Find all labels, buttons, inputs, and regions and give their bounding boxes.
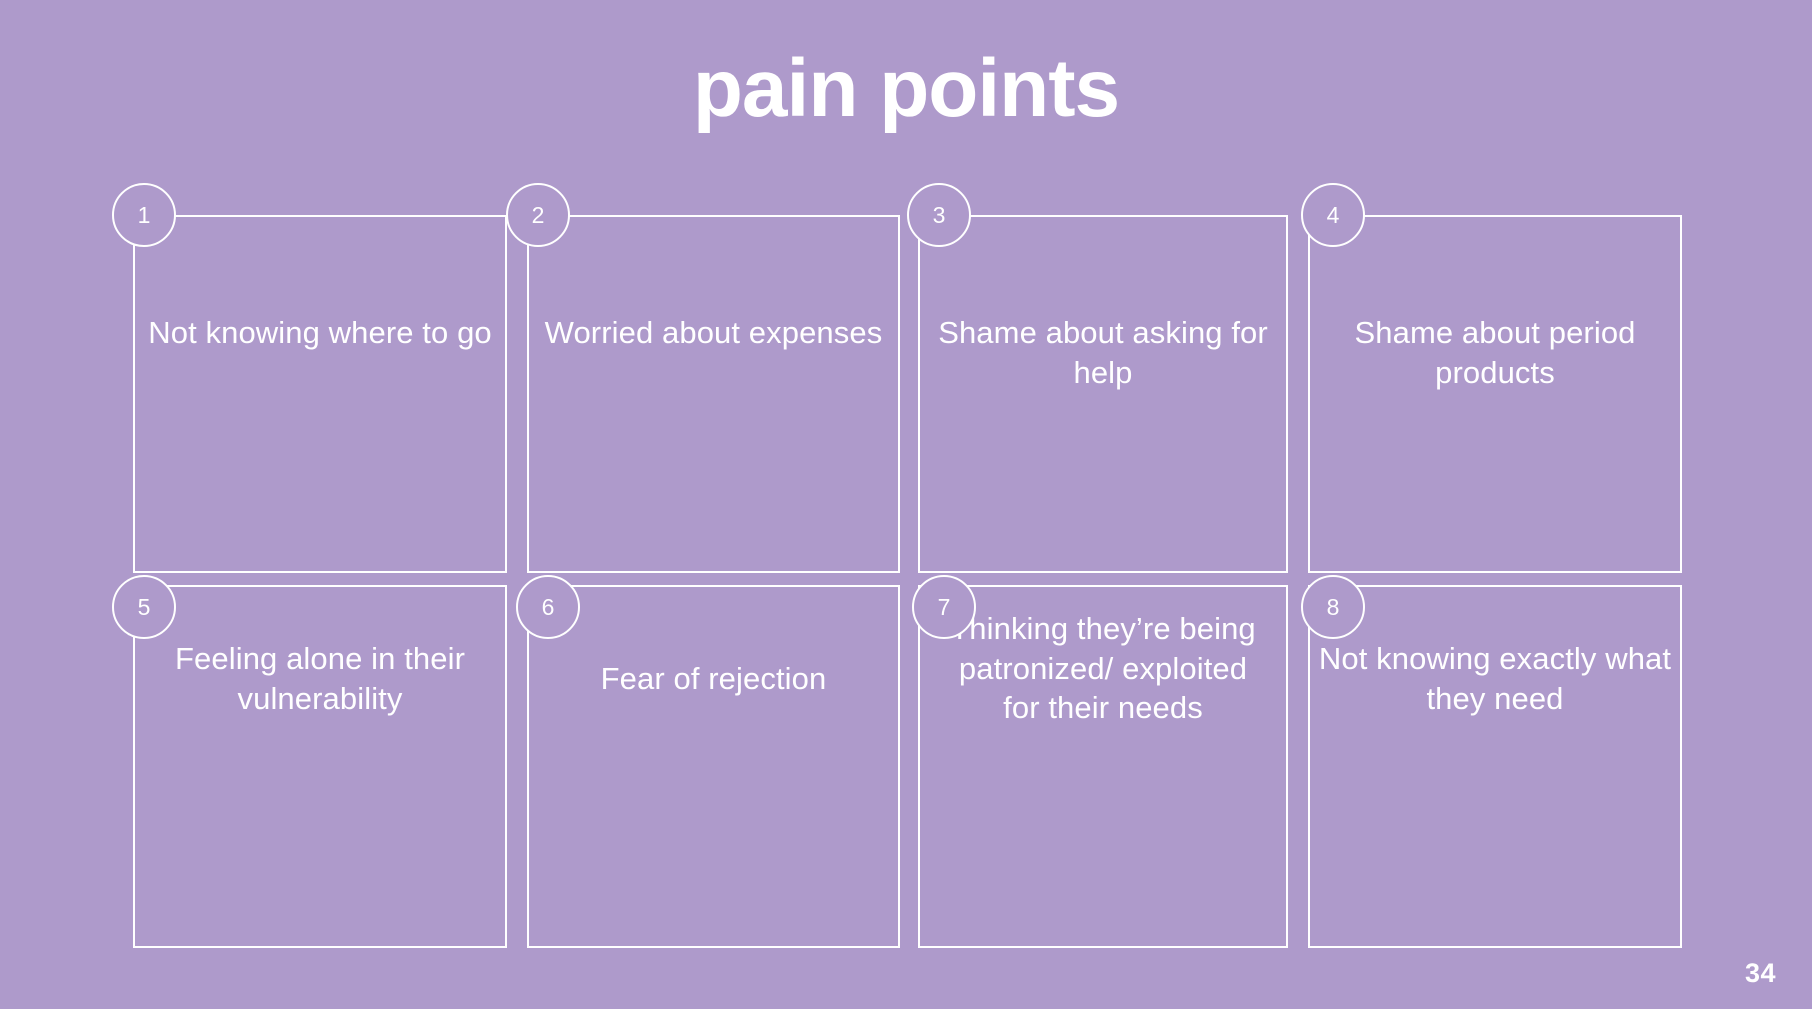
page-number: 34 bbox=[1744, 958, 1776, 988]
pain-point-number-5: 5 bbox=[112, 575, 176, 639]
pain-point-card-2-label: Worried about expenses bbox=[544, 315, 883, 350]
pain-point-card-4-label: Shame about period products bbox=[1354, 315, 1636, 390]
pain-point-number-7: 7 bbox=[912, 575, 976, 639]
page-title: pain points bbox=[692, 43, 1120, 134]
pain-point-card-5-label: Feeling alone in their vulnerability bbox=[175, 641, 465, 716]
pain-point-card-1-label: Not knowing where to go bbox=[148, 315, 492, 350]
pain-point-number-6: 6 bbox=[516, 575, 580, 639]
pain-point-card-5[interactable]: Feeling alone in their vulnerability bbox=[133, 585, 507, 948]
pain-point-card-3-label: Shame about asking for help bbox=[938, 315, 1268, 390]
pain-point-card-8-label: Not knowing exactly what they need bbox=[1318, 641, 1672, 716]
pain-point-number-1: 1 bbox=[112, 183, 176, 247]
pain-point-number-4: 4 bbox=[1301, 183, 1365, 247]
pain-point-card-7[interactable]: Thinking they’re being patronized/ explo… bbox=[918, 585, 1288, 948]
pain-point-card-7-label: Thinking they’re being patronized/ explo… bbox=[950, 611, 1256, 726]
pain-point-card-6-label: Fear of rejection bbox=[600, 661, 827, 696]
pain-point-card-1[interactable]: Not knowing where to go bbox=[133, 215, 507, 573]
pain-point-card-6[interactable]: Fear of rejection bbox=[527, 585, 900, 948]
pain-point-number-2: 2 bbox=[506, 183, 570, 247]
pain-point-card-8[interactable]: Not knowing exactly what they need bbox=[1308, 585, 1682, 948]
pain-point-number-3: 3 bbox=[907, 183, 971, 247]
pain-point-number-8: 8 bbox=[1301, 575, 1365, 639]
pain-point-card-3[interactable]: Shame about asking for help bbox=[918, 215, 1288, 573]
pain-point-card-2[interactable]: Worried about expenses bbox=[527, 215, 900, 573]
pain-point-card-4[interactable]: Shame about period products bbox=[1308, 215, 1682, 573]
